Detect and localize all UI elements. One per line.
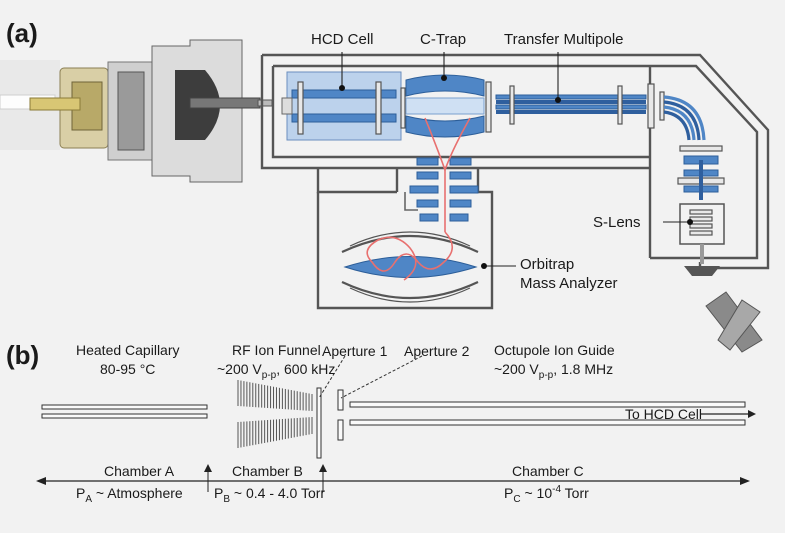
- heated-capillary: [41, 404, 208, 419]
- heated-capillary-label: Heated Capillary: [76, 342, 180, 358]
- aperture-2-label: Aperture 2: [404, 343, 470, 359]
- aperture-1-label: Aperture 1: [322, 343, 388, 359]
- s-lens: [679, 203, 725, 276]
- chamber-c-label: Chamber C: [512, 463, 584, 479]
- hcd-cell: [281, 71, 406, 141]
- orbitrap-transfer-lenses: [409, 157, 479, 222]
- ion-trajectory: [366, 117, 471, 281]
- to-hcd-cell-label: To HCD Cell: [625, 406, 702, 422]
- c-trap: [405, 74, 492, 138]
- aperture-leaders: [318, 355, 423, 399]
- chamber-b-label: Chamber B: [232, 463, 303, 479]
- panel-b-label: (b): [6, 340, 39, 370]
- orbitrap-label-line2: Mass Analyzer: [520, 275, 618, 292]
- pressure-b-label: PB ~ 0.4 - 4.0 Torr: [214, 485, 325, 505]
- octupole-label: Octupole Ion Guide: [494, 342, 615, 358]
- nozzle-symbol: [705, 291, 763, 353]
- panel-a-label: (a): [6, 18, 38, 48]
- s-lens-label: S-Lens: [593, 214, 641, 231]
- rf-ion-funnel-params: ~200 Vp-p, 600 kHz: [217, 361, 335, 381]
- transfer-multipole: [495, 83, 665, 129]
- capillary-temp-label: 80-95 °C: [100, 361, 155, 377]
- transfer-multipole-label: Transfer Multipole: [504, 31, 624, 48]
- rf-ion-funnel: [237, 380, 313, 448]
- rf-ion-funnel-label: RF Ion Funnel: [232, 342, 321, 358]
- orbitrap-analyzer: [341, 231, 479, 303]
- bent-ion-guide: [663, 95, 706, 141]
- chamber-a-label: Chamber A: [104, 463, 175, 479]
- hcd-cell-label: HCD Cell: [311, 31, 374, 48]
- chamber-axis: [36, 464, 750, 492]
- c-trap-label: C-Trap: [420, 31, 466, 48]
- apertures: [316, 387, 344, 459]
- octupole-ion-guide: [349, 401, 756, 426]
- octupole-params: ~200 Vp-p, 1.8 MHz: [494, 361, 613, 381]
- ion-source-housing: [0, 39, 273, 183]
- pressure-c-label: PC ~ 10-4 Torr: [504, 484, 589, 505]
- orbitrap-label-line1: Orbitrap: [520, 256, 574, 273]
- leader-lines-a: [339, 52, 693, 269]
- lens-stack: [677, 145, 725, 200]
- pressure-a-label: PA ~ Atmosphere: [76, 485, 183, 505]
